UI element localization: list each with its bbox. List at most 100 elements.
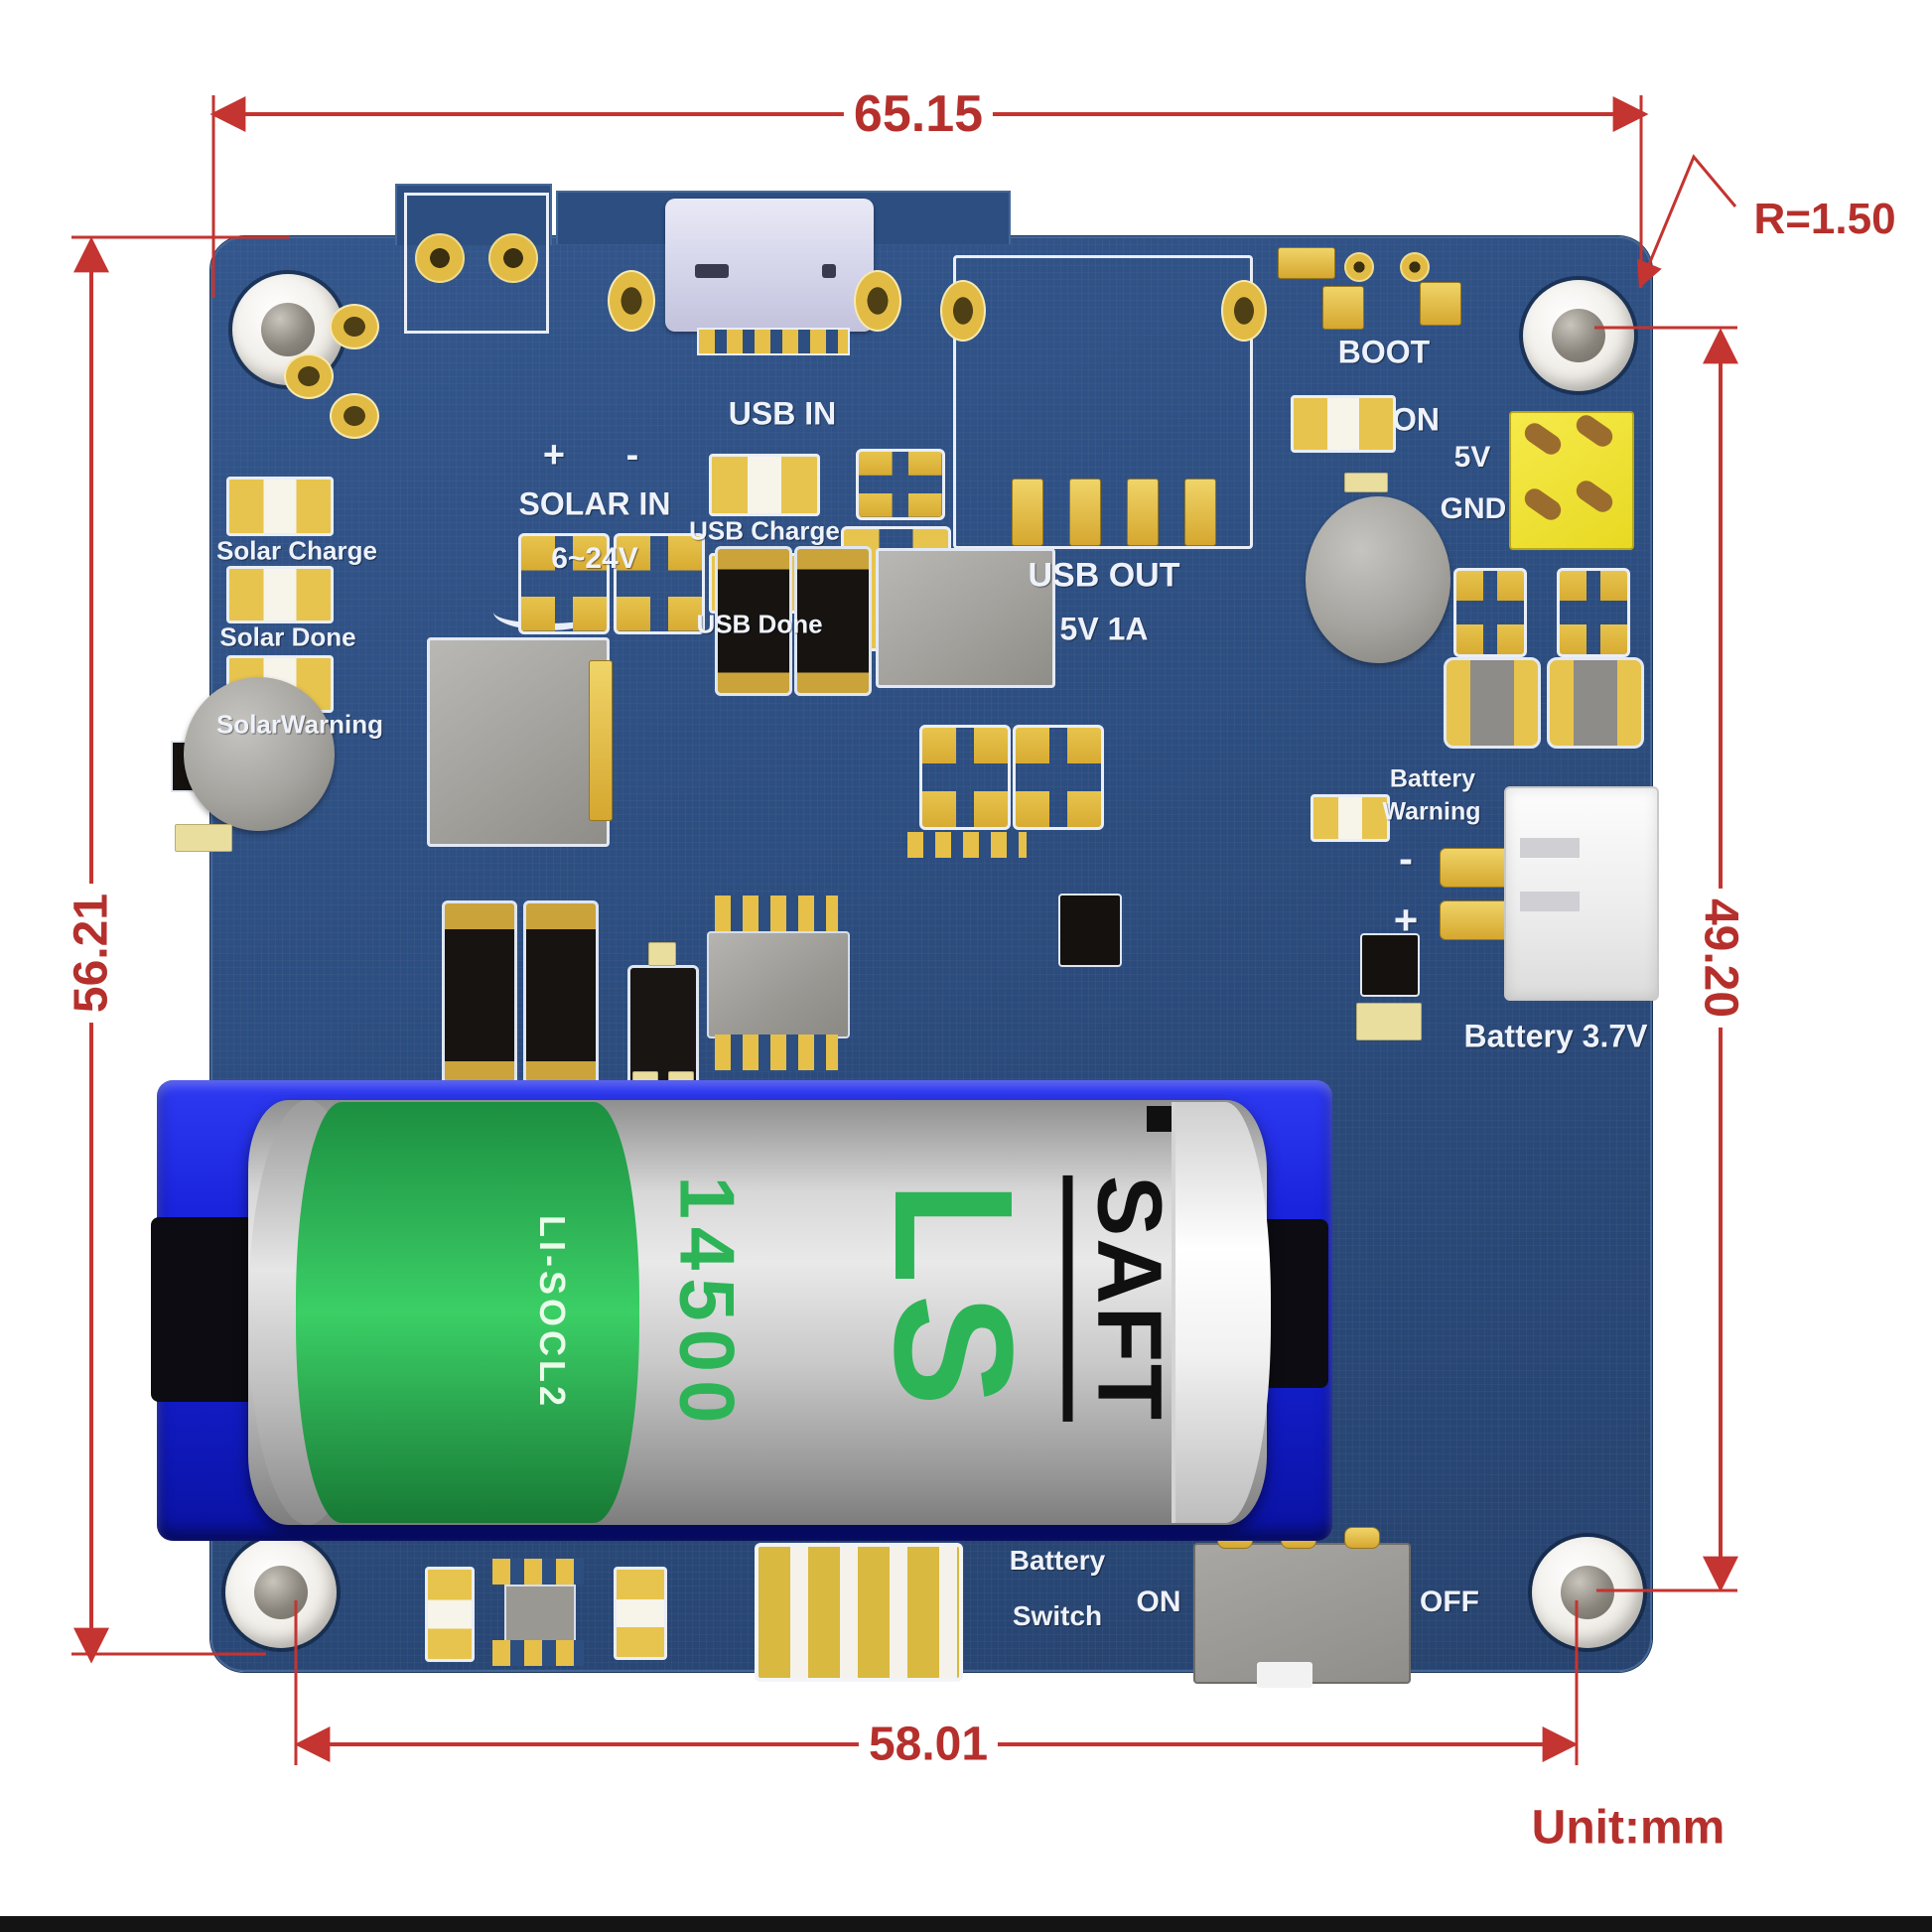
silkscreen-switch-label-1: Battery bbox=[1009, 1545, 1106, 1576]
on-led bbox=[1291, 395, 1396, 453]
pad-cluster bbox=[518, 533, 610, 634]
pad-cluster bbox=[614, 533, 705, 634]
pad-cluster bbox=[919, 725, 1011, 830]
battery-cell: LI-SOCL2 14500 LS SAFT bbox=[248, 1100, 1271, 1525]
pad-cluster bbox=[1013, 725, 1104, 830]
soic8-ic bbox=[707, 896, 850, 1070]
silkscreen-battery-warning-1: Battery bbox=[1389, 764, 1476, 793]
silkscreen-boot: BOOT bbox=[1337, 334, 1431, 370]
silkscreen-gnd: GND bbox=[1440, 492, 1507, 525]
electrolytic-capacitor bbox=[184, 677, 335, 831]
boot-pad bbox=[1344, 252, 1374, 282]
mounting-hole-top-left bbox=[232, 274, 344, 385]
holder-contact-left bbox=[151, 1217, 254, 1402]
solar-terminal-pad bbox=[488, 233, 538, 283]
usb-out-pin bbox=[1069, 479, 1101, 546]
solar-done-led bbox=[226, 566, 334, 623]
pad-row bbox=[907, 832, 1027, 858]
dim-top-label: 65.15 bbox=[843, 84, 994, 144]
silkscreen-usb-out: USB OUT bbox=[1028, 556, 1180, 595]
capacitor bbox=[523, 900, 599, 1090]
battery-model-label: 14500 bbox=[663, 1175, 752, 1432]
dim-radius-label: R=1.50 bbox=[1753, 195, 1896, 243]
unit-note: Unit:mm bbox=[1531, 1801, 1725, 1855]
mounting-hole-bottom-left bbox=[225, 1537, 337, 1648]
jumper-block-5v-gnd bbox=[1509, 411, 1634, 550]
transistor bbox=[1058, 894, 1122, 967]
solar-via-pad bbox=[284, 353, 334, 399]
boot-pad bbox=[1322, 286, 1364, 330]
silkscreen-solar-minus: - bbox=[625, 434, 639, 477]
mounting-hole-bottom-right bbox=[1532, 1537, 1643, 1648]
usb-out-mount-pad bbox=[940, 280, 986, 342]
usb-pins bbox=[697, 328, 850, 355]
transistor bbox=[1360, 933, 1420, 997]
usb-charge-led bbox=[709, 454, 820, 516]
solar-charge-led bbox=[226, 477, 334, 536]
usb-out-pin bbox=[1184, 479, 1216, 546]
silkscreen-battery-voltage: Battery 3.7V bbox=[1463, 1018, 1648, 1054]
silkscreen-usb-charge: USB Charge bbox=[689, 515, 840, 546]
battery-series-label: LS bbox=[859, 1180, 1047, 1417]
silkscreen-solar-in: SOLAR IN bbox=[518, 485, 671, 522]
solar-via-pad bbox=[330, 304, 379, 349]
smd-pad bbox=[1344, 473, 1388, 492]
silkscreen-usb-in: USB IN bbox=[728, 395, 837, 432]
silkscreen-5v: 5V bbox=[1453, 441, 1491, 474]
pad-cluster bbox=[1453, 568, 1527, 657]
solar-terminal-pad bbox=[415, 233, 465, 283]
dim-left-label: 56.21 bbox=[64, 883, 119, 1024]
dim-right-label: 49.20 bbox=[1693, 888, 1748, 1029]
mounting-hole-top-right bbox=[1523, 280, 1634, 391]
usb-mount-pad bbox=[608, 270, 655, 332]
smd-pad bbox=[1356, 1003, 1422, 1040]
solar-terminal-outline bbox=[404, 193, 549, 334]
silkscreen-batt-plus: + bbox=[1393, 897, 1419, 943]
usb-out-mount-pad bbox=[1221, 280, 1267, 342]
electrolytic-capacitor bbox=[1306, 496, 1450, 663]
micro-usb-connector bbox=[665, 199, 874, 332]
silkscreen-solar-warning: SolarWarning bbox=[215, 709, 384, 740]
capacitor bbox=[794, 546, 872, 696]
bottom-ic bbox=[483, 1559, 594, 1666]
silkscreen-on: ON bbox=[1392, 401, 1440, 438]
image-bottom-bar bbox=[0, 1916, 1932, 1932]
silkscreen-switch-off: OFF bbox=[1420, 1586, 1479, 1618]
inductor bbox=[427, 637, 613, 847]
boot-pad bbox=[1420, 282, 1461, 326]
boot-pad bbox=[1400, 252, 1430, 282]
silkscreen-solar-done: Solar Done bbox=[219, 621, 356, 652]
tantalum-capacitor bbox=[1547, 657, 1644, 749]
boot-pad bbox=[1278, 247, 1335, 279]
silkscreen-batt-minus: - bbox=[1399, 835, 1413, 882]
bottom-led bbox=[425, 1567, 475, 1662]
capacitor bbox=[715, 546, 792, 696]
jst-battery-connector bbox=[1504, 786, 1659, 1001]
dim-bottom-label: 58.01 bbox=[858, 1717, 999, 1772]
tantalum-capacitor bbox=[1444, 657, 1541, 749]
silkscreen-solar-range: 6~24V bbox=[551, 542, 638, 575]
capacitor bbox=[442, 900, 517, 1090]
usb-mount-pad bbox=[854, 270, 901, 332]
silkscreen-usb-done: USB Done bbox=[696, 609, 823, 639]
solar-via-pad bbox=[330, 393, 379, 439]
jumper-pads bbox=[856, 449, 945, 520]
battery-brand-label: SAFT bbox=[1062, 1174, 1181, 1423]
pad-cluster bbox=[1557, 568, 1630, 657]
smd-pad bbox=[175, 824, 232, 852]
bottom-led bbox=[614, 1567, 667, 1660]
usb-out-pin bbox=[1127, 479, 1159, 546]
capacitor-bank bbox=[755, 1543, 963, 1682]
silkscreen-battery-warning-2: Warning bbox=[1382, 797, 1481, 826]
silkscreen-usb-out-rating: 5V 1A bbox=[1059, 611, 1149, 647]
silkscreen-solar-charge: Solar Charge bbox=[216, 535, 377, 566]
battery-warning-led bbox=[1311, 794, 1390, 842]
silkscreen-switch-label-2: Switch bbox=[1012, 1600, 1103, 1631]
silkscreen-switch-on: ON bbox=[1136, 1586, 1181, 1618]
battery-chemistry-label: LI-SOCL2 bbox=[532, 1214, 573, 1411]
sot23-transistor bbox=[627, 942, 699, 1103]
inductor bbox=[876, 548, 1055, 688]
usb-out-outline bbox=[953, 255, 1253, 549]
usb-out-pin bbox=[1012, 479, 1043, 546]
